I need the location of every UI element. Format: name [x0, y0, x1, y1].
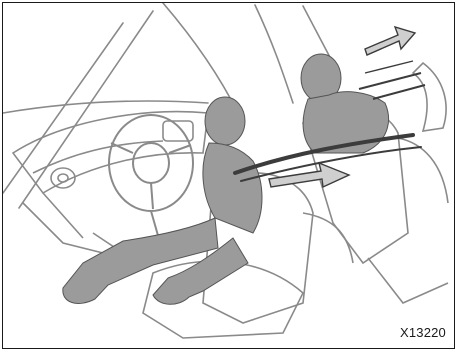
- double-line-arrow-icon: [269, 163, 349, 187]
- double-line-arrow-icon: [365, 27, 415, 73]
- diagram-frame: X13220: [2, 2, 455, 349]
- car-interior-illustration: [3, 3, 454, 348]
- rear-occupant-figure: [301, 54, 389, 153]
- figure-code: X13220: [400, 325, 446, 340]
